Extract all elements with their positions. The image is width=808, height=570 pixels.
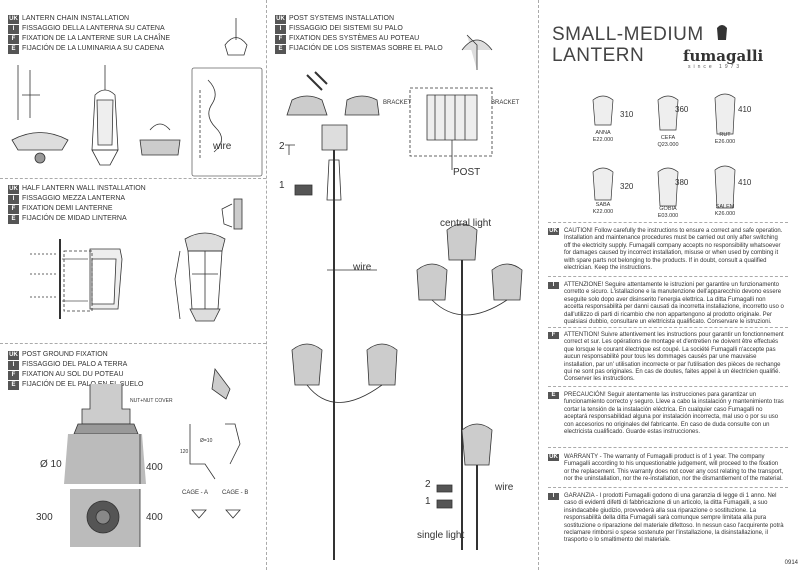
chain-wire-label: wire bbox=[213, 141, 232, 152]
diameter-label: Ø 10 bbox=[40, 459, 62, 470]
brand-since: since 1973 bbox=[688, 64, 743, 70]
brand-logo: fumagalli bbox=[683, 47, 764, 65]
single-light-label: single light bbox=[417, 530, 465, 541]
dim-gobia: 380 bbox=[675, 178, 689, 187]
nut-label: NUT+NUT COVER bbox=[130, 398, 173, 404]
cage-a-label: CAGE - A bbox=[182, 490, 209, 496]
dim-saba: 320 bbox=[620, 182, 634, 191]
product-title: SMALL-MEDIUM LANTERN bbox=[552, 24, 704, 66]
post-illustration bbox=[285, 34, 523, 560]
separator-3 bbox=[548, 327, 788, 328]
column-divider-1 bbox=[0, 0, 267, 570]
step-2-label: 2 bbox=[279, 141, 285, 152]
dim-rut: 410 bbox=[738, 105, 752, 114]
depth-400-b: 400 bbox=[146, 512, 163, 523]
column-divider-2 bbox=[266, 0, 539, 570]
bracket-left-label: BRACKET bbox=[383, 100, 412, 106]
dim-anna: 310 bbox=[620, 110, 634, 119]
step-1b-label: 1 bbox=[425, 496, 431, 507]
separator-6 bbox=[548, 487, 788, 488]
post-label: POST bbox=[453, 167, 481, 178]
dim-salem: 410 bbox=[738, 178, 752, 187]
step-1-label: 1 bbox=[279, 180, 285, 191]
separator-4 bbox=[548, 386, 788, 387]
cage-b-label: CAGE - B bbox=[222, 490, 249, 496]
depth-400-a: 400 bbox=[146, 462, 163, 473]
bracket-right-label: BRACKET bbox=[491, 100, 520, 106]
width-300: 300 bbox=[36, 512, 53, 523]
wall-illustration bbox=[30, 198, 243, 322]
separator-2 bbox=[548, 276, 788, 277]
chain-illustration bbox=[11, 18, 263, 177]
step-2b-label: 2 bbox=[425, 479, 431, 490]
lamp-gallery bbox=[592, 93, 736, 209]
dim-cefa: 360 bbox=[675, 105, 689, 114]
wire-label-2: wire bbox=[495, 482, 514, 493]
cage-120: 120 bbox=[180, 449, 189, 455]
cage-diameter: Ø=10 bbox=[200, 438, 213, 444]
separator-5 bbox=[548, 447, 788, 448]
ground-illustration bbox=[64, 367, 241, 547]
separator-1 bbox=[548, 222, 788, 223]
lantern-logo-icon bbox=[717, 25, 727, 40]
doc-code: 0914 bbox=[784, 560, 798, 566]
wire-label-1: wire bbox=[353, 262, 372, 273]
central-light-label: central light bbox=[440, 218, 492, 229]
